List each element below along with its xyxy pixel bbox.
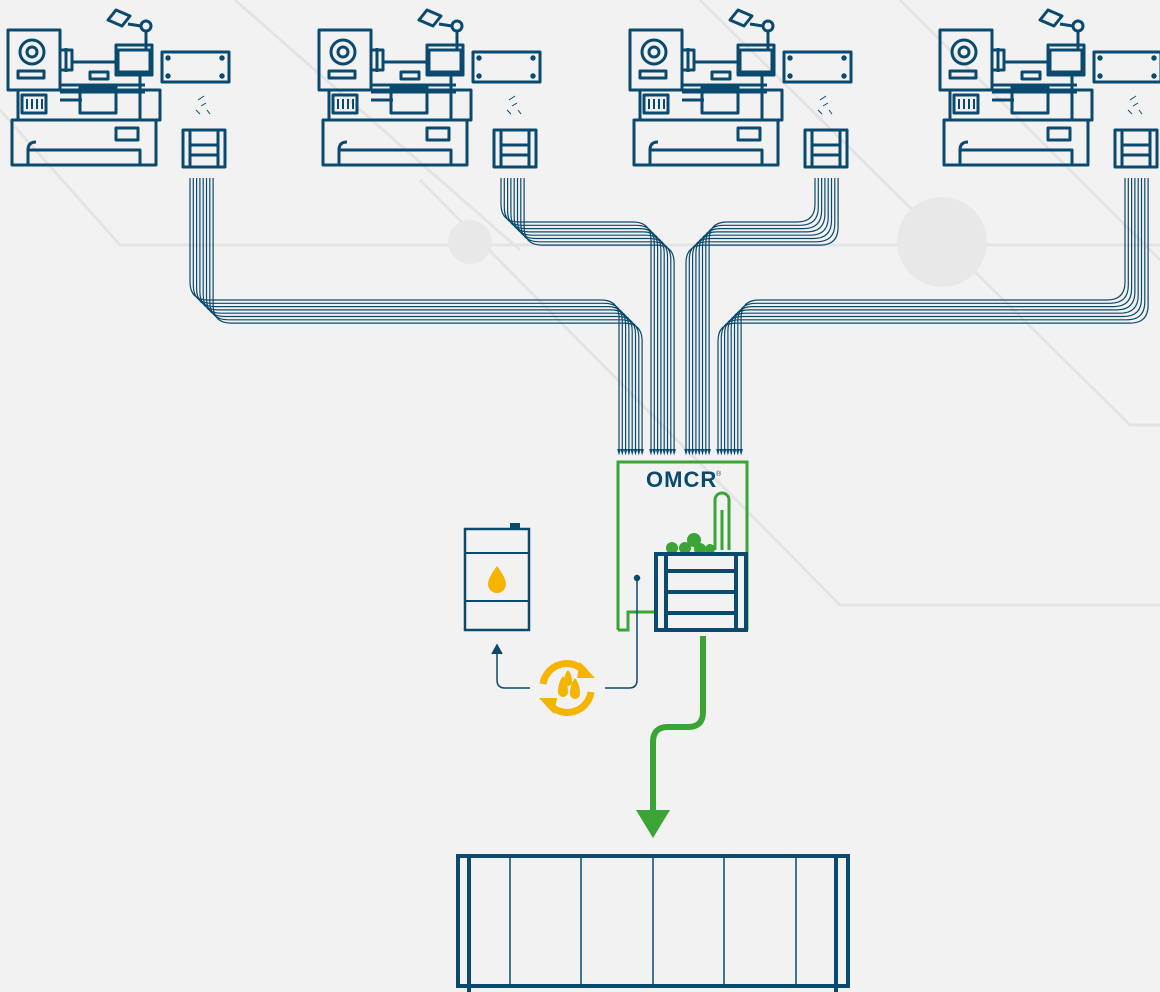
machine-tool-icon: [938, 8, 1160, 169]
oil-drum-icon: [463, 523, 531, 632]
chip-transport-lines: [189, 178, 1149, 456]
chip-line-bundle: [716, 178, 1149, 456]
chip-line-bundle: [684, 178, 839, 456]
press-hopper-icon: [654, 552, 748, 632]
briquette-output-arrow: [636, 636, 706, 838]
oil-recycle-icon: [539, 660, 595, 716]
machine-tool-icon: [317, 8, 542, 169]
briquette-container-icon: [456, 854, 850, 992]
chip-bin-icon: [492, 128, 538, 169]
machine-row: [6, 8, 1160, 169]
chip-bin-icon: [1113, 128, 1159, 169]
press-frame: [616, 460, 749, 632]
briquetting-press: OMCR ®: [616, 460, 749, 632]
machine-tool-icon: [6, 8, 231, 169]
chip-line-bundle: [500, 178, 676, 456]
chip-bin-icon: [803, 128, 849, 169]
brand-registered-mark: ®: [716, 470, 722, 478]
brand-logo-text: OMCR: [646, 467, 717, 492]
machine-tool-icon: [628, 8, 853, 169]
press-piston-icon: [713, 491, 731, 550]
chip-line-bundle: [189, 178, 644, 456]
chip-bin-icon: [181, 128, 227, 169]
oil-recovery-line: [491, 574, 641, 689]
briquette-pile-icon: [666, 533, 715, 555]
